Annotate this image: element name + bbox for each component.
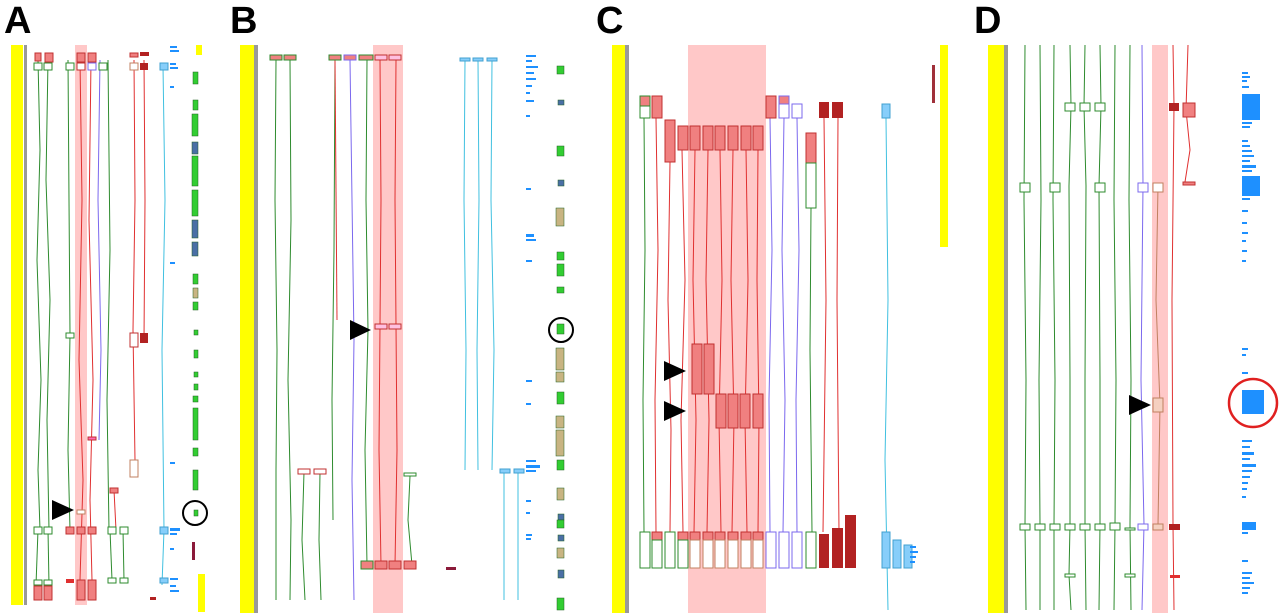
blue-side-bars — [1242, 72, 1264, 594]
highlight-circle — [182, 500, 208, 526]
panel-label-a: A — [4, 0, 32, 42]
highlight-band — [75, 45, 87, 605]
highlight-circle — [548, 317, 574, 343]
timeline-bar — [240, 45, 254, 613]
timeline-bar — [988, 45, 1004, 613]
arrowhead-marker — [664, 401, 686, 421]
lineage-lines — [35, 59, 166, 586]
blue-side-bars — [910, 546, 918, 563]
panel-label-b: B — [230, 0, 258, 42]
panel-a-diagram — [11, 45, 208, 612]
arrowhead-marker — [664, 361, 686, 381]
panel-c: C — [592, 0, 962, 616]
event-boxes — [269, 54, 525, 570]
event-boxes — [1019, 102, 1196, 578]
panel-d: D — [970, 0, 1280, 616]
panel-a: A — [0, 0, 225, 616]
highlight-circle — [1227, 377, 1279, 429]
panel-b-diagram — [240, 45, 574, 613]
arrowhead-marker — [52, 500, 74, 520]
blue-side-bars — [526, 55, 540, 540]
arrowhead-marker — [1129, 395, 1151, 415]
panel-c-diagram — [612, 45, 948, 613]
timeline-bar — [612, 45, 625, 613]
blue-side-bars — [170, 46, 180, 592]
track-column — [555, 65, 565, 611]
panel-label-c: C — [596, 0, 624, 42]
panel-label-d: D — [974, 0, 1002, 42]
arrowhead-marker — [350, 320, 371, 340]
timeline-bar — [11, 45, 23, 605]
event-boxes — [33, 52, 169, 601]
panel-b: B — [228, 0, 588, 616]
event-boxes — [639, 45, 948, 569]
lineage-lines — [1023, 44, 1191, 611]
panel-d-diagram — [988, 44, 1279, 613]
track-column — [191, 45, 205, 612]
